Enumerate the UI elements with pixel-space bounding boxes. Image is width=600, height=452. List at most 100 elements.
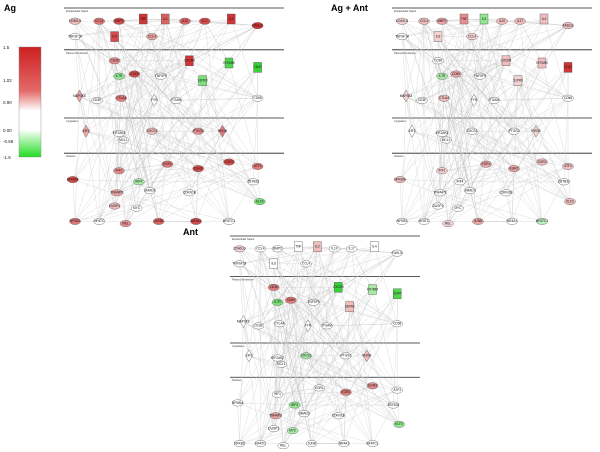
node-zbtb32[interactable]: ZBTB32 bbox=[247, 178, 259, 186]
node-cd40lg[interactable]: CD40LG bbox=[396, 17, 409, 25]
node-il6[interactable]: IL6 bbox=[269, 258, 278, 270]
node-nfkb2[interactable]: NFKB2 bbox=[69, 217, 81, 225]
node-itgam[interactable]: ITGAM bbox=[321, 322, 333, 330]
node-il10[interactable]: IL10 bbox=[496, 17, 508, 25]
node-zbtb32[interactable]: ZBTB32 bbox=[388, 401, 400, 409]
node-atf3[interactable]: ATF3 bbox=[391, 386, 403, 394]
node-egr2[interactable]: EGR2 bbox=[508, 165, 520, 173]
node-junb[interactable]: JUNB bbox=[152, 217, 165, 225]
node-tnfsf14[interactable]: TNFSF14 bbox=[233, 260, 247, 268]
node-atf3[interactable]: ATF3 bbox=[251, 162, 264, 170]
node-eif2ak2[interactable]: EIF2AK2 bbox=[436, 129, 449, 137]
node-tnfsf9[interactable]: TNFSF9 bbox=[308, 298, 320, 306]
node-junb[interactable]: JUNB bbox=[306, 440, 318, 447]
node-ccl4[interactable]: CCL4 bbox=[466, 33, 478, 40]
node-bmp2[interactable]: BMP2 bbox=[113, 17, 125, 25]
node-eif2ak2[interactable]: EIF2AK2 bbox=[271, 354, 284, 362]
node-socs1[interactable]: SOCS1 bbox=[300, 352, 312, 360]
node-il17[interactable]: IL17 bbox=[345, 245, 358, 253]
node-egr1[interactable]: EGR1 bbox=[313, 384, 325, 392]
node-kit-mm[interactable]: KIT/MM bbox=[223, 57, 235, 69]
node-klf2[interactable]: KLF2 bbox=[564, 198, 576, 206]
node-ccl4[interactable]: CCL4 bbox=[254, 245, 267, 253]
node-klf2[interactable]: KLF2 bbox=[393, 420, 405, 428]
node-il2[interactable]: IL2 bbox=[313, 241, 322, 252]
node-kit-mm[interactable]: KIT/MM bbox=[367, 284, 378, 295]
node-tnfsf14[interactable]: TNFSF14 bbox=[395, 33, 409, 40]
node-cd69[interactable]: CD69 bbox=[450, 70, 462, 78]
node-socs1[interactable]: SOCS1 bbox=[146, 127, 158, 135]
node-il4[interactable]: IL4 bbox=[539, 13, 549, 25]
node-kit-mm[interactable]: KIT/MM bbox=[536, 57, 548, 69]
node-cxcr4[interactable]: CXCR4 bbox=[184, 55, 195, 66]
node-cd3e[interactable]: CD3E bbox=[416, 97, 428, 104]
node-cxcr4[interactable]: CXCR4 bbox=[333, 282, 344, 293]
node-cdkn1b[interactable]: CDKN1B bbox=[500, 189, 513, 197]
node-atf3[interactable]: ATF3 bbox=[562, 162, 574, 170]
node-cd40lg[interactable]: CD40LG bbox=[233, 245, 246, 253]
node-nfatc[interactable]: NFATC bbox=[418, 217, 430, 225]
node-il7r[interactable]: IL7R bbox=[436, 72, 448, 80]
node-klf2[interactable]: KLF2 bbox=[254, 198, 266, 206]
node-cdkn1b[interactable]: CDKN1B bbox=[332, 412, 345, 420]
node-egr1[interactable]: EGR1 bbox=[161, 160, 174, 168]
node-nfkbia[interactable]: NFKBIA bbox=[394, 176, 407, 184]
node-s1pr3[interactable]: S1PR3 bbox=[345, 301, 355, 312]
node-tnf[interactable]: TNF bbox=[138, 13, 148, 25]
node-faslg[interactable]: FASLG bbox=[251, 22, 264, 29]
node-nfatc1[interactable]: NFATC1 bbox=[223, 217, 235, 225]
node-map3k8[interactable]: MAP3K8 bbox=[400, 89, 413, 103]
node-ptgs2[interactable]: PTGS2 bbox=[508, 127, 520, 135]
node-s1pr3[interactable]: S1PR3 bbox=[198, 75, 208, 86]
node-irf1[interactable]: IRF1 bbox=[113, 167, 125, 175]
node-cd58[interactable]: CD58 bbox=[562, 94, 574, 102]
node-eif2[interactable]: EIF2 bbox=[82, 124, 90, 138]
node-il6[interactable]: IL6 bbox=[433, 31, 443, 42]
node-dusp1[interactable]: DUSP1 bbox=[108, 202, 121, 210]
node-egr2[interactable]: EGR2 bbox=[192, 165, 204, 173]
node-cd58[interactable]: CD58 bbox=[251, 94, 264, 102]
node-rel[interactable]: REL bbox=[442, 220, 454, 228]
node-eif2[interactable]: EIF2 bbox=[408, 124, 416, 138]
node-irf4[interactable]: IRF4 bbox=[454, 178, 466, 186]
node-il6[interactable]: IL6 bbox=[110, 31, 119, 42]
node-eif2ak2[interactable]: EIF2AK2 bbox=[113, 129, 126, 137]
node-il7r[interactable]: IL7R bbox=[113, 72, 125, 80]
node-cd40lg[interactable]: CD40LG bbox=[69, 17, 82, 25]
node-smad3[interactable]: SMAD3 bbox=[464, 187, 476, 195]
node-faslg[interactable]: FASLG bbox=[562, 22, 574, 29]
node-nr4a1[interactable]: NR4A1 bbox=[338, 440, 350, 447]
node-cd36[interactable]: CD36 bbox=[268, 283, 280, 291]
node-tnf[interactable]: TNF bbox=[294, 241, 303, 252]
node-irf1[interactable]: IRF1 bbox=[271, 390, 284, 398]
node-egr1[interactable]: EGR1 bbox=[480, 160, 492, 168]
node-cd69[interactable]: CD69 bbox=[128, 70, 141, 78]
node-il10[interactable]: IL10 bbox=[179, 17, 191, 25]
node-tnfsf9[interactable]: TNFSF9 bbox=[155, 72, 167, 80]
node-ccl4[interactable]: CCL4 bbox=[418, 17, 430, 25]
node-tnfsf9[interactable]: TNFSF9 bbox=[474, 72, 486, 80]
node-nfkb2[interactable]: NFKB2 bbox=[233, 440, 246, 447]
node-socs1[interactable]: SOCS1 bbox=[466, 127, 478, 135]
node-myc[interactable]: MYC bbox=[452, 204, 464, 212]
node-tnf[interactable]: TNF bbox=[459, 13, 469, 25]
node-junb[interactable]: JUNB bbox=[472, 217, 484, 225]
node-il10[interactable]: IL10 bbox=[328, 245, 341, 253]
node-itgam[interactable]: ITGAM bbox=[488, 97, 500, 104]
node-cd58[interactable]: CD58 bbox=[391, 320, 403, 328]
node-fyn[interactable]: FYN bbox=[470, 94, 478, 107]
node-faslg[interactable]: FASLG bbox=[391, 249, 403, 257]
node-bmp2[interactable]: BMP2 bbox=[436, 17, 448, 25]
node-nfatc[interactable]: NFATC bbox=[254, 440, 266, 447]
node-myc[interactable]: MYC bbox=[287, 427, 299, 435]
node-il7r[interactable]: IL7R bbox=[271, 298, 284, 306]
node-mcl1[interactable]: MCL1 bbox=[275, 360, 287, 368]
node-il2[interactable]: IL2 bbox=[160, 13, 170, 25]
node-rel[interactable]: REL bbox=[119, 220, 132, 228]
node-ccl4[interactable]: CCL4 bbox=[146, 33, 158, 40]
node-s1pr3[interactable]: S1PR3 bbox=[513, 75, 523, 86]
node-tnfsf14[interactable]: TNFSF14 bbox=[68, 33, 82, 40]
node-ptgs2[interactable]: PTGS2 bbox=[340, 352, 352, 360]
node-il17[interactable]: IL17 bbox=[514, 17, 526, 25]
node-itgam[interactable]: ITGAM bbox=[170, 97, 182, 104]
